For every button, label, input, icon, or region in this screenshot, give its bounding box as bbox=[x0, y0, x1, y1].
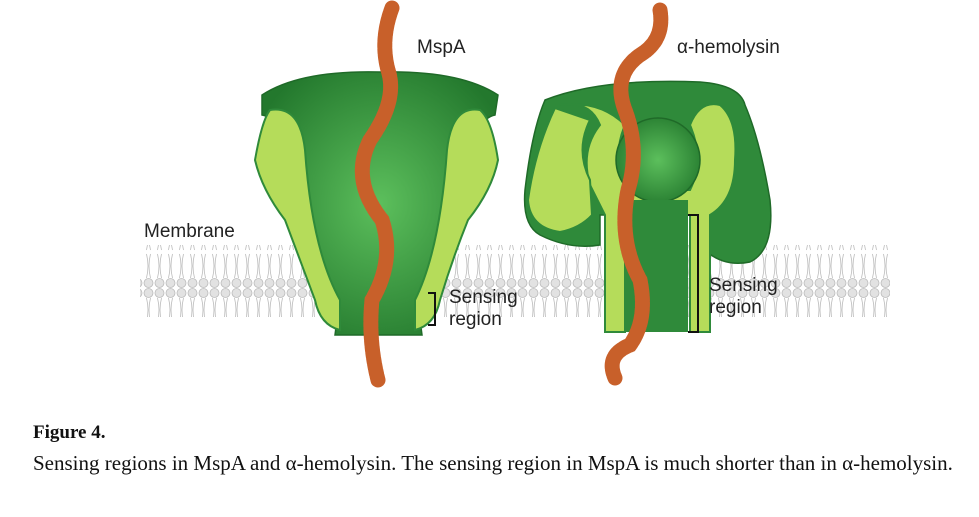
membrane bbox=[140, 245, 890, 317]
sensing-line1: Sensing bbox=[709, 275, 778, 296]
caption-text: Sensing regions in MspA and α-hemolysin.… bbox=[33, 451, 953, 475]
sensing-bracket-hemolysin bbox=[688, 214, 699, 333]
dna-strand-mspa bbox=[354, 0, 400, 388]
hemolysin-label: α-hemolysin bbox=[677, 37, 780, 58]
nanopore-diagram bbox=[140, 0, 890, 388]
caption-title: Figure 4. bbox=[33, 422, 106, 443]
dna-strand-hemolysin bbox=[604, 2, 669, 386]
hemolysin-pore bbox=[523, 80, 772, 333]
sensing-line2: region bbox=[709, 297, 762, 318]
mspa-label: MspA bbox=[417, 37, 466, 58]
sensing-bracket-mspa bbox=[428, 292, 436, 326]
sensing-line2: region bbox=[449, 309, 502, 330]
mspa-pore bbox=[253, 71, 500, 336]
sensing-line1: Sensing bbox=[449, 287, 518, 308]
membrane-label: Membrane bbox=[144, 221, 235, 242]
